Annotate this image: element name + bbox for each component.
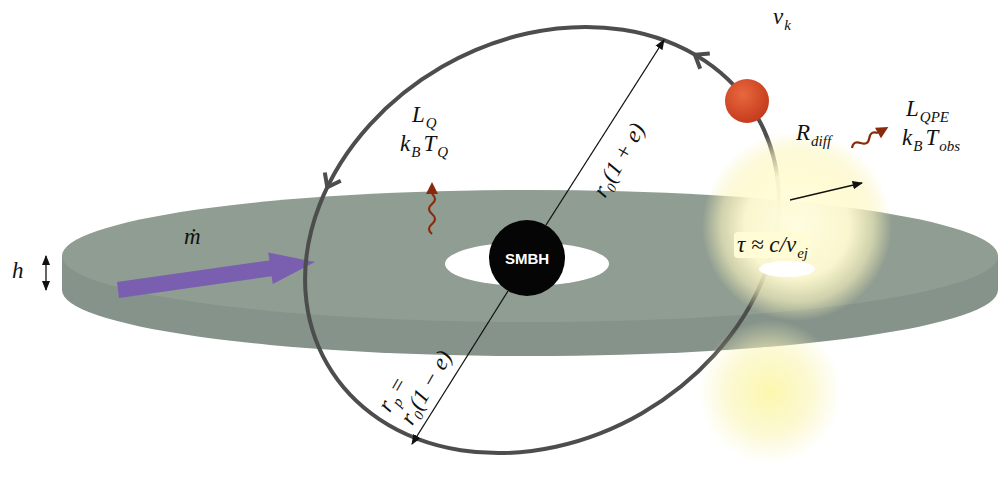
subscript: Q (426, 115, 437, 132)
radius-arrow (790, 183, 862, 200)
subscript: QPE (920, 109, 949, 126)
luminosity-label: LQ (412, 102, 437, 128)
apocenter-arrow (546, 40, 664, 225)
accretion-rate-label: ṁ (184, 224, 201, 250)
radius-label: Rdiff (796, 120, 831, 146)
label-line: ṁ (184, 224, 201, 250)
optical-depth-label: τ ≈ c/vej (734, 232, 811, 258)
subscript: diff (811, 133, 831, 150)
luminosity-label: LQPE (906, 96, 949, 122)
symbol: T (423, 131, 436, 157)
label-line: Rdiff (796, 120, 831, 146)
node-label: SMBH (505, 250, 549, 267)
label-line: r₀(1 + e) (587, 119, 650, 202)
symbol: r₀(1 + e) (587, 119, 650, 202)
symbol: v (773, 4, 783, 30)
emission-wave (849, 122, 891, 153)
impact-hole (759, 261, 815, 277)
wave-line (429, 194, 435, 234)
thickness-arrow (45, 256, 46, 290)
label-line: kBTQ (400, 131, 448, 157)
symbol: τ ≈ c/v (737, 232, 796, 258)
symbol: h (12, 258, 24, 284)
label-line: kBTobs (902, 125, 960, 151)
black-hole-node: SMBH (489, 220, 565, 296)
subscript: B (411, 144, 420, 161)
wave-head (426, 182, 438, 194)
subscript: ej (797, 245, 808, 262)
temperature-label: kBTobs (902, 125, 960, 151)
wave-head (875, 122, 891, 138)
subscript: obs (939, 138, 960, 155)
symbol: L (906, 96, 919, 122)
subscript: B (913, 138, 922, 155)
symbol: L (412, 102, 425, 128)
temperature-label: kBTQ (400, 131, 448, 157)
orbiting-body (725, 79, 769, 123)
label-line: τ ≈ c/vej (737, 232, 808, 258)
ejecta-cloud (702, 131, 892, 321)
orbit (227, 0, 857, 480)
pericenter-label: rp=r₀(1 − e) (372, 333, 458, 430)
label-line: h (12, 258, 24, 284)
symbol: R (796, 120, 810, 146)
orbit-direction (325, 173, 341, 188)
emission-wave (426, 182, 438, 234)
velocity-label: vk (773, 4, 791, 30)
subscript: k (784, 17, 791, 34)
ejecta-glow (698, 320, 842, 464)
symbol: T (925, 125, 938, 151)
label-line: LQPE (906, 96, 949, 122)
orbit-direction (695, 54, 710, 69)
apocenter-label: r₀(1 + e) (587, 119, 650, 202)
symbol: ṁ (184, 224, 201, 250)
symbol: k (400, 131, 410, 157)
symbol: k (902, 125, 912, 151)
thickness-label: h (12, 258, 24, 284)
wave-line (851, 130, 880, 150)
label-line: LQ (412, 102, 437, 128)
label-line: vk (773, 4, 791, 30)
inflow-arrow (117, 253, 315, 298)
subscript: Q (437, 144, 448, 161)
